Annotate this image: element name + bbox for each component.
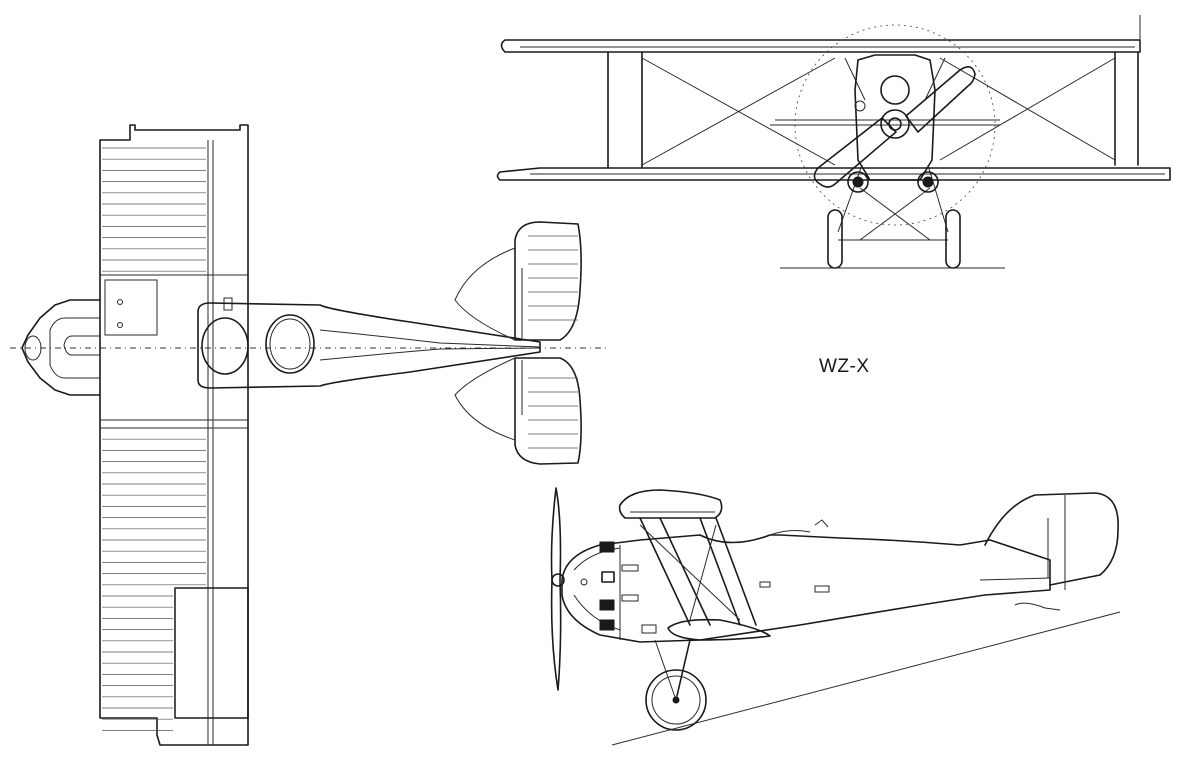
plan-fuselage [197,302,541,389]
plan-view [10,124,610,746]
side-vertical-tail [984,492,1119,586]
plan-horizontal-tail [514,221,582,341]
front-left-wheel [827,209,843,269]
side-fuselage [561,534,1051,643]
plan-wing-ribs [102,147,206,731]
plan-front-cockpit [201,317,249,375]
aircraft-designation-label: WZ-X [819,356,870,377]
side-exhausts [599,541,657,634]
front-propeller [813,117,897,188]
front-right-wheel [945,209,961,269]
front-lower-wing [496,167,1171,181]
plan-rear-cockpit [265,314,315,374]
front-view [496,15,1171,269]
side-upper-wing [618,489,723,519]
front-upper-wing [500,39,1141,53]
side-lower-wing [667,618,771,641]
side-view [550,487,1121,746]
side-main-wheel [645,669,707,731]
side-propeller [550,487,562,691]
plan-wing-outline [99,124,249,746]
plan-engine-cowling [21,299,101,396]
